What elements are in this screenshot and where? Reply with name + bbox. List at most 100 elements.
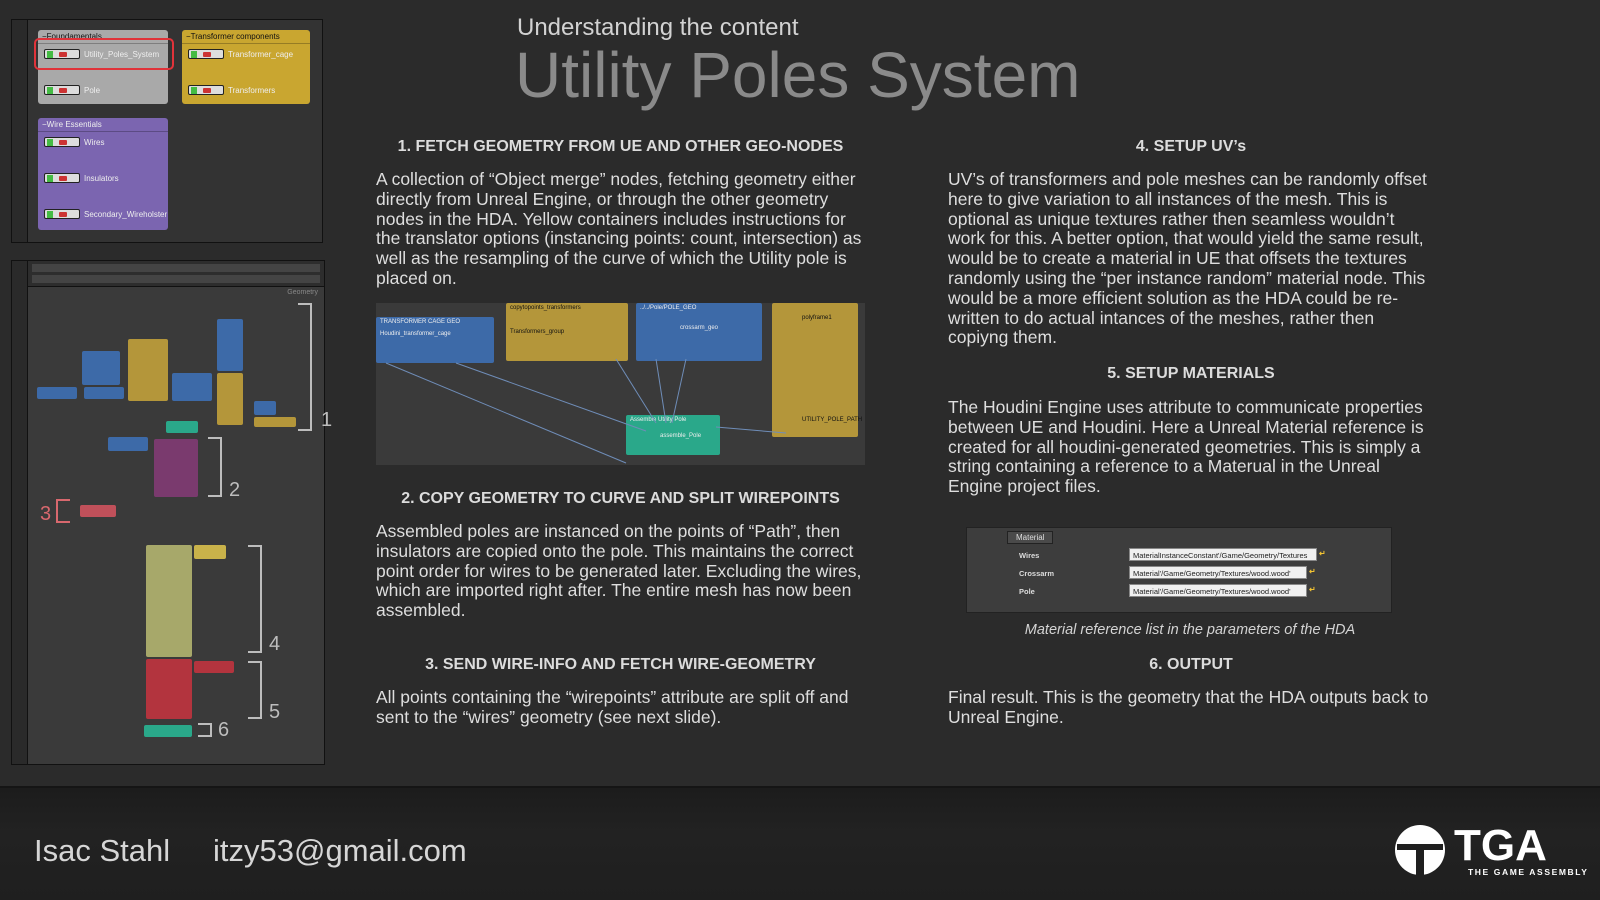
container-title: Foundamentals: [38, 30, 168, 44]
graph-wires: [385, 358, 787, 464]
node-block: [166, 421, 198, 433]
section-5-heading: 5. SETUP MATERIALS: [1107, 365, 1275, 382]
material-row-value: MaterialInstanceConstant'/Game/Geometry/…: [1129, 548, 1317, 561]
graph-assemble-container: Assemble Utility Pole assemble_Pole: [626, 415, 720, 455]
material-tab: Material: [1007, 531, 1054, 544]
graph-pole-geo: ../../Pole/POLE_GEO crossarm_geo: [636, 303, 762, 361]
node-icon: [44, 137, 80, 147]
graph-node-label: UTILITY_POLE_PATH: [802, 417, 863, 423]
node-block: [82, 351, 120, 385]
network-overview-screenshot: Foundamentals Utility_Poles_System Pole …: [11, 19, 323, 243]
section-4-body: UV’s of transformers and pole meshes can…: [948, 169, 1427, 348]
page-title: Utility Poles System: [515, 39, 1081, 111]
app-menubar: [28, 261, 324, 287]
node-graph-image: TRANSFORMER CAGE GEO Houdini_transformer…: [376, 303, 865, 465]
logo-text: TGA: [1454, 821, 1547, 870]
node-block: [128, 339, 168, 401]
container-wire-essentials: Wire Essentials Wires Insulators Seconda…: [38, 118, 168, 230]
reset-icon: ↵: [1319, 549, 1326, 558]
node-block: [254, 401, 276, 415]
bracket-2: [208, 437, 222, 497]
panel-strip: [12, 261, 28, 764]
container-transformer-components: Transformer components Transformer_cage …: [182, 30, 310, 104]
node-label: Wires: [84, 137, 105, 147]
logo-subtext: THE GAME ASSEMBLY: [1468, 867, 1589, 877]
page-subtitle: Understanding the content: [517, 14, 799, 41]
node-utility-poles-system: Utility_Poles_System: [44, 48, 159, 60]
slide: Foundamentals Utility_Poles_System Pole …: [0, 0, 1600, 786]
node-block: [172, 373, 212, 401]
bracket-6: [198, 723, 212, 737]
footer: [0, 786, 1600, 900]
node-block: [154, 439, 198, 497]
node-block: [217, 373, 243, 425]
material-row-label: Crossarm: [1019, 569, 1055, 578]
bracket-label-3: 3: [40, 503, 52, 525]
node-block: [37, 387, 77, 399]
node-block: [146, 545, 192, 657]
node-block: [80, 505, 116, 517]
node-label: Utility_Poles_System: [84, 49, 160, 59]
author-email: itzy53@gmail.com: [213, 833, 467, 868]
bracket-label-1: 1: [321, 409, 333, 431]
section-3-body: All points containing the “wirepoints” a…: [376, 687, 849, 727]
node-wires: Wires: [44, 136, 104, 148]
material-row-label: Wires: [1019, 551, 1040, 560]
graph-node-label: copytopoints_transformers: [510, 305, 581, 311]
node-transformers: Transformers: [188, 84, 275, 96]
graph-copytopoints: copytopoints_transformers Transformers_g…: [506, 303, 628, 361]
section-5-body: The Houdini Engine uses attribute to com…: [948, 397, 1424, 497]
bracket-4: [248, 545, 262, 653]
node-block: [144, 725, 192, 737]
material-row-value: Material'/Game/Geometry/Textures/wood.wo…: [1129, 584, 1307, 597]
graph-node-label: polyframe1: [802, 315, 832, 321]
section-4-heading: 4. SETUP UV’s: [1135, 138, 1247, 155]
node-block: [254, 417, 296, 427]
section-2-heading: 2. COPY GEOMETRY TO CURVE AND SPLIT WIRE…: [401, 490, 840, 507]
graph-node-label: ../../Pole/POLE_GEO: [640, 305, 697, 311]
graph-node-label: Transformers_group: [510, 329, 565, 335]
bracket-label-2: 2: [229, 479, 241, 501]
node-transformer-cage: Transformer_cage: [188, 48, 293, 60]
bracket-3: [56, 499, 70, 523]
graph-node-title: Assemble Utility Pole: [630, 417, 687, 423]
author-name: Isac Stahl: [34, 833, 171, 868]
node-block: [84, 387, 124, 399]
node-label: Pole: [84, 85, 101, 95]
panel-strip: [12, 20, 28, 242]
graph-node-title: TRANSFORMER CAGE GEO: [380, 319, 461, 325]
material-caption: Material reference list in the parameter…: [1024, 622, 1356, 638]
node-secondary-wireholster: Secondary_Wireholster: [44, 208, 167, 220]
bracket-5: [248, 661, 262, 719]
container-title: Wire Essentials: [38, 118, 168, 132]
bracket-1: [298, 303, 312, 431]
node-block: [217, 319, 243, 371]
node-icon: [44, 85, 80, 95]
network-label: Geometry: [287, 289, 318, 296]
graph-transformer-cage-geo: TRANSFORMER CAGE GEO Houdini_transformer…: [376, 317, 494, 363]
selection-highlight: [34, 38, 174, 70]
node-block: [194, 545, 226, 559]
graph-yellow-container: polyframe1 UTILITY_POLE_PATH: [772, 303, 863, 437]
section-3-heading: 3. SEND WIRE-INFO AND FETCH WIRE-GEOMETR…: [425, 656, 816, 673]
container-title: Transformer components: [182, 30, 310, 44]
node-label: Secondary_Wireholster: [84, 209, 168, 219]
node-icon: [44, 49, 80, 59]
bracket-label-5: 5: [269, 701, 281, 723]
reset-icon: ↵: [1309, 567, 1316, 576]
graph-node-label: assemble_Pole: [660, 433, 702, 439]
node-label: Transformers: [228, 85, 276, 95]
graph-node-label: crossarm_geo: [680, 325, 719, 331]
material-parameters-image: Material Wires MaterialInstanceConstant'…: [966, 527, 1392, 613]
node-block: [108, 437, 148, 451]
material-row-pole: Pole Material'/Game/Geometry/Textures/wo…: [1007, 584, 1375, 598]
tga-logo: TGA: [1395, 821, 1547, 875]
graph-node-label: Houdini_transformer_cage: [380, 331, 451, 337]
node-block: [146, 659, 192, 719]
section-6-heading: 6. OUTPUT: [1149, 656, 1233, 673]
node-insulators: Insulators: [44, 172, 119, 184]
node-label: Transformer_cage: [228, 49, 294, 59]
network-detail-screenshot: Geometry 1 2 3 4 5 6: [11, 260, 332, 765]
material-row-value: Material'/Game/Geometry/Textures/wood.wo…: [1129, 566, 1307, 579]
section-2-body: Assembled poles are instanced on the poi…: [376, 521, 862, 621]
